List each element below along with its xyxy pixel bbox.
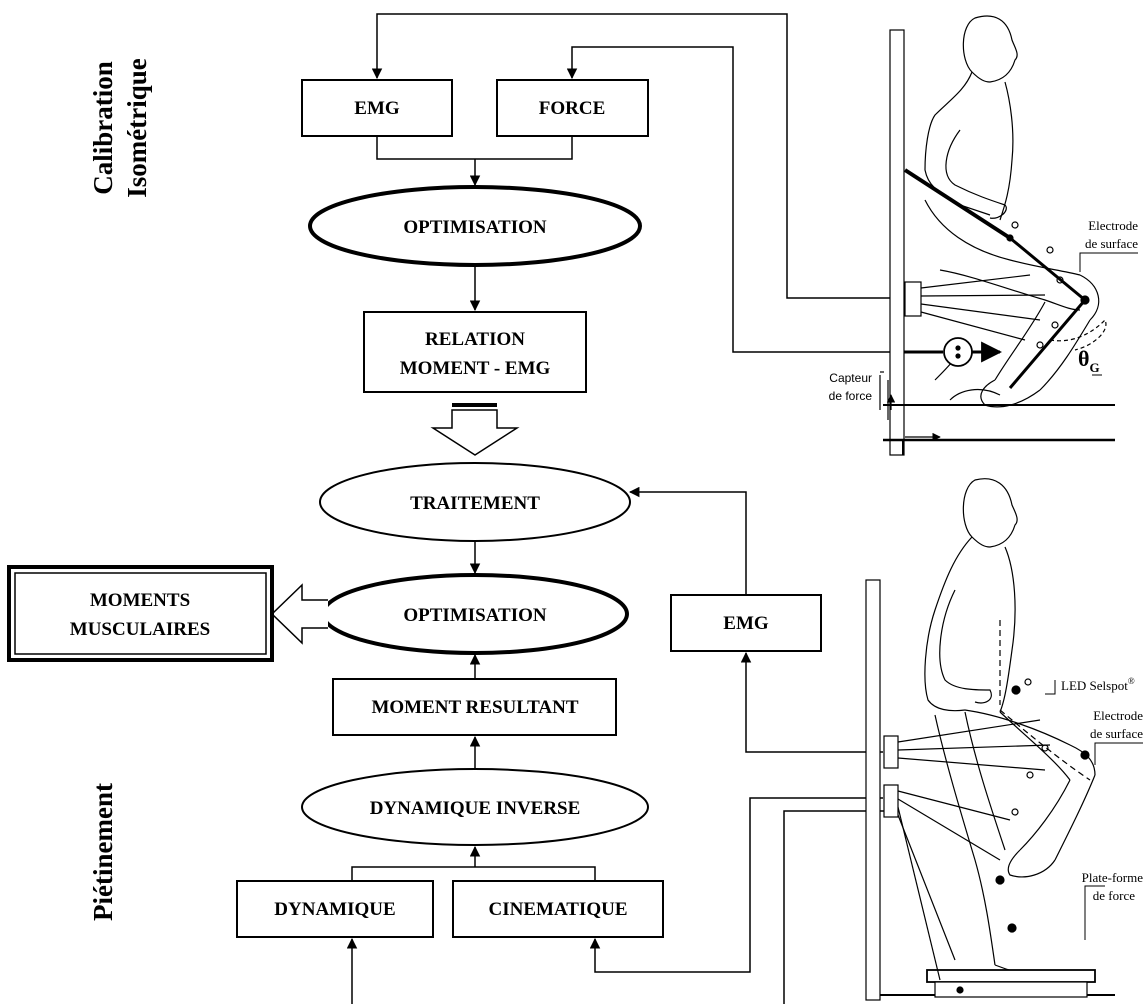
svg-text:MOMENT RESULTANT: MOMENT RESULTANT bbox=[371, 697, 578, 718]
svg-text:MOMENT - EMG: MOMENT - EMG bbox=[400, 358, 551, 379]
connector-emg-force-merge bbox=[376, 136, 573, 160]
svg-text:de force: de force bbox=[829, 389, 873, 403]
svg-text:Plate-forme: Plate-forme bbox=[1082, 870, 1144, 885]
annotation-plate-forme: Plate-forme de force bbox=[1082, 870, 1144, 940]
svg-text:MOMENTS: MOMENTS bbox=[90, 590, 190, 611]
svg-text:EMG: EMG bbox=[354, 98, 400, 119]
svg-text:Electrode: Electrode bbox=[1088, 218, 1138, 233]
node-dynamique-inverse: DYNAMIQUE INVERSE bbox=[301, 768, 649, 846]
signal-line-dynamique bbox=[783, 810, 890, 1004]
svg-text:de force: de force bbox=[1093, 888, 1135, 903]
annotation-theta: θG bbox=[1078, 346, 1100, 375]
section-label-isometrique: Isométrique bbox=[122, 58, 152, 197]
node-relation-moment-emg: RELATION MOMENT - EMG bbox=[363, 311, 587, 393]
connector-emg-to-traitement bbox=[628, 486, 747, 595]
transfer-hollow-arrow bbox=[430, 403, 520, 456]
connector-dyn-cin-merge bbox=[351, 866, 596, 881]
svg-text:OPTIMISATION: OPTIMISATION bbox=[403, 217, 547, 238]
svg-text:OPTIMISATION: OPTIMISATION bbox=[403, 605, 547, 626]
signal-line-emg-bottom bbox=[740, 651, 883, 753]
svg-text:LED Selspot®: LED Selspot® bbox=[1061, 676, 1135, 693]
svg-text:EMG: EMG bbox=[723, 613, 769, 634]
node-optimisation-bottom: OPTIMISATION bbox=[321, 573, 629, 655]
svg-text:FORCE: FORCE bbox=[539, 98, 606, 119]
svg-text:de surface: de surface bbox=[1085, 236, 1138, 251]
svg-text:TRAITEMENT: TRAITEMENT bbox=[410, 493, 540, 514]
svg-text:de surface: de surface bbox=[1090, 726, 1143, 741]
node-optimisation-top: OPTIMISATION bbox=[308, 185, 642, 267]
output-hollow-arrow bbox=[270, 583, 328, 645]
annotation-capteur-de-force: Capteur de force bbox=[829, 371, 873, 403]
annotation-led-selspot: LED Selspot® bbox=[1045, 676, 1135, 695]
node-emg-bottom: EMG bbox=[670, 594, 822, 652]
signal-line-emg-top bbox=[371, 13, 905, 299]
node-force: FORCE bbox=[496, 79, 649, 137]
svg-text:Electrode: Electrode bbox=[1093, 708, 1143, 723]
figure-stepping-subject bbox=[865, 478, 1115, 1001]
node-traitement: TRAITEMENT bbox=[319, 462, 631, 542]
node-cinematique: CINEMATIQUE bbox=[452, 880, 664, 938]
svg-text:MUSCULAIRES: MUSCULAIRES bbox=[70, 619, 210, 640]
svg-text:CINEMATIQUE: CINEMATIQUE bbox=[489, 899, 628, 920]
svg-text:RELATION: RELATION bbox=[425, 329, 525, 350]
section-label-calibration: Calibration bbox=[88, 61, 118, 195]
section-label-pietinement: Piétinement bbox=[88, 783, 118, 921]
node-dynamique: DYNAMIQUE bbox=[236, 880, 434, 938]
svg-text:DYNAMIQUE: DYNAMIQUE bbox=[274, 899, 395, 920]
svg-text:DYNAMIQUE INVERSE: DYNAMIQUE INVERSE bbox=[370, 798, 581, 819]
svg-text:Capteur: Capteur bbox=[829, 371, 872, 385]
node-emg-top: EMG bbox=[301, 79, 453, 137]
node-moments-musculaires: MOMENTS MUSCULAIRES bbox=[7, 565, 274, 662]
annotation-electrode-bottom: Electrode de surface bbox=[1090, 708, 1143, 765]
figure-seated-subject bbox=[879, 15, 1115, 456]
signal-line-cinematique bbox=[589, 797, 883, 973]
signal-line-force-top bbox=[566, 46, 908, 353]
annotation-electrode-top: Electrode de surface bbox=[1079, 218, 1138, 272]
node-moment-resultant: MOMENT RESULTANT bbox=[332, 678, 617, 736]
